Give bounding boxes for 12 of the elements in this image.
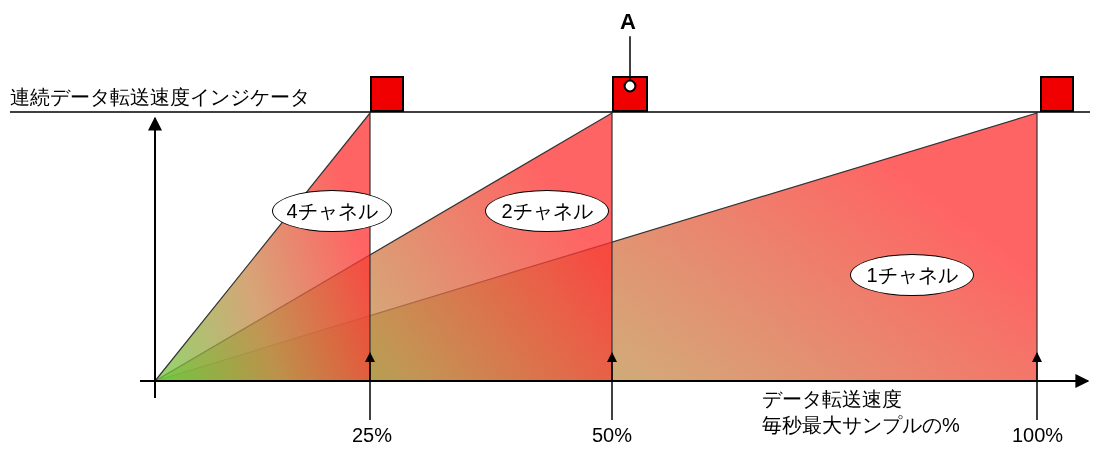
percent-label: 25% — [352, 424, 393, 446]
indicator-square — [370, 76, 404, 112]
percent-label: 50% — [592, 424, 633, 446]
indicator-label: 連続データ転送速度インジケータ — [10, 86, 310, 108]
indicator-square — [612, 76, 648, 112]
callout-letter: A — [620, 10, 636, 35]
leader-line — [623, 35, 637, 93]
percent-label: 100% — [1012, 424, 1064, 446]
channel-ellipse: 4チャネル — [272, 190, 392, 232]
axis-label: データ転送速度 — [762, 388, 902, 410]
axis-label: 毎秒最大サンプルの% — [762, 414, 960, 436]
indicator-square — [1040, 76, 1074, 112]
